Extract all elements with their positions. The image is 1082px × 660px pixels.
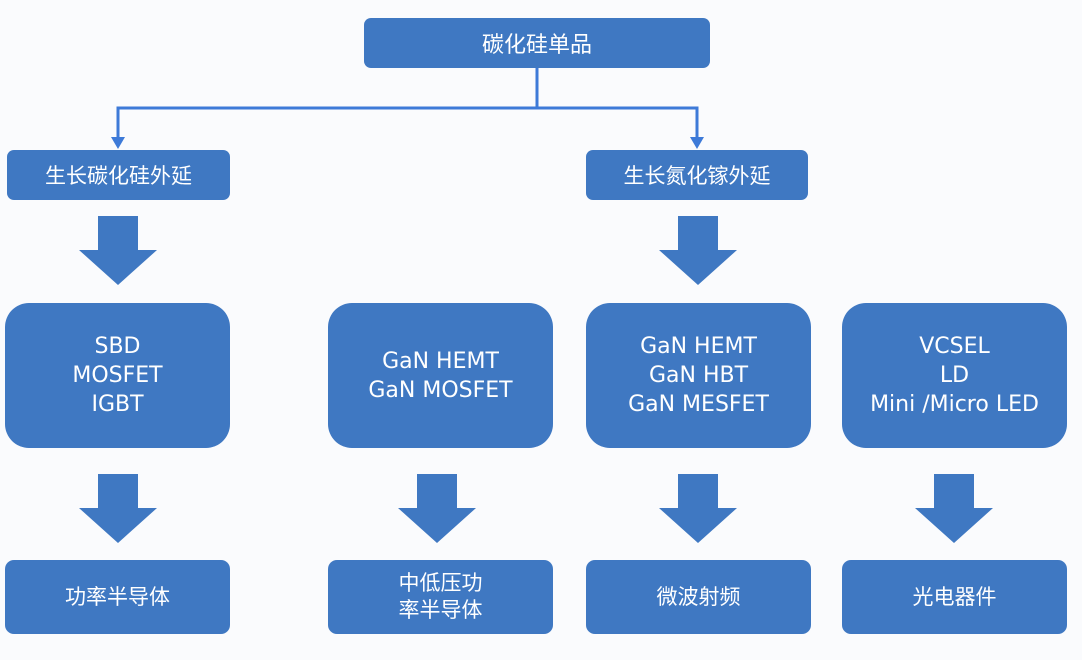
application-label: 光电器件 bbox=[912, 584, 997, 609]
device-label: Mini /Micro LED bbox=[870, 392, 1039, 417]
device-label: GaN MOSFET bbox=[368, 377, 513, 403]
device-label: GaN HEMT bbox=[640, 334, 757, 359]
application-node-mid-low-voltage-power: 中低压功 率半导体 bbox=[328, 560, 553, 634]
application-node-power-semiconductor: 功率半导体 bbox=[5, 560, 230, 634]
branch-node-sic-epitaxy: 生长碳化硅外延 bbox=[7, 150, 230, 200]
device-label: GaN HEMT bbox=[382, 348, 499, 374]
device-label: GaN MESFET bbox=[628, 392, 769, 417]
device-label: MOSFET bbox=[72, 363, 163, 388]
device-label: GaN HBT bbox=[648, 363, 749, 388]
connector-to-gan-epitaxy bbox=[537, 106, 699, 140]
branch-node-label: 生长碳化硅外延 bbox=[45, 164, 192, 188]
application-label: 中低压功 bbox=[398, 571, 483, 595]
device-label: IGBT bbox=[91, 392, 144, 417]
application-label: 微波射频 bbox=[656, 584, 741, 609]
application-node-optoelectronic-devices: 光电器件 bbox=[842, 560, 1067, 634]
tree-connector bbox=[116, 68, 699, 140]
branch-node-label: 生长氮化镓外延 bbox=[623, 164, 771, 188]
down-arrow-icon bbox=[398, 474, 476, 543]
application-label: 率半导体 bbox=[398, 598, 483, 622]
branch-node-gan-epitaxy: 生长氮化镓外延 bbox=[586, 150, 808, 200]
device-node-gan-low-voltage: GaN HEMT GaN MOSFET bbox=[328, 303, 553, 448]
application-node-microwave-rf: 微波射频 bbox=[586, 560, 811, 634]
root-node-label: 碳化硅单品 bbox=[481, 33, 592, 58]
down-arrow-icon bbox=[659, 216, 737, 285]
connector-to-sic-epitaxy bbox=[116, 106, 537, 140]
application-label: 功率半导体 bbox=[65, 584, 170, 609]
arrowhead-gan-epitaxy bbox=[690, 137, 704, 149]
device-node-gan-rf: GaN HEMT GaN HBT GaN MESFET bbox=[586, 303, 811, 448]
down-arrow-icon bbox=[79, 216, 157, 285]
root-node-sic-single-crystal: 碳化硅单品 bbox=[364, 18, 710, 68]
arrowhead-sic-epitaxy bbox=[111, 137, 125, 149]
device-label: SBD bbox=[94, 334, 141, 359]
device-label: LD bbox=[939, 363, 970, 388]
down-arrow-icon bbox=[915, 474, 993, 543]
down-arrow-icon bbox=[659, 474, 737, 543]
device-node-sic-power: SBD MOSFET IGBT bbox=[5, 303, 230, 448]
device-label: VCSEL bbox=[919, 334, 990, 359]
device-node-optoelectronic: VCSEL LD Mini /Micro LED bbox=[842, 303, 1067, 448]
down-arrow-icon bbox=[79, 474, 157, 543]
